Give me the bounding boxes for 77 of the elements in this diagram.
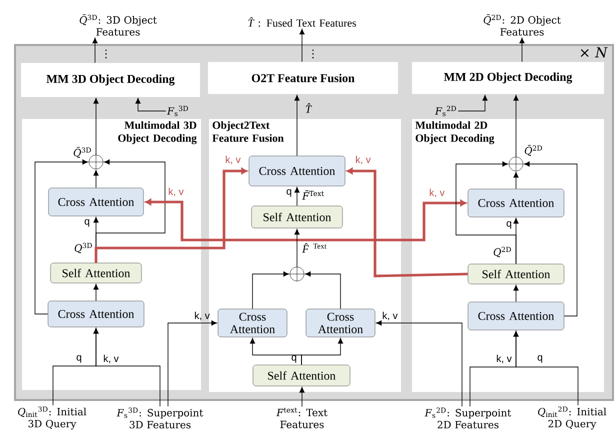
symbol-label: F̄$^{Text}$ [302, 190, 324, 200]
arrow [93, 98, 99, 156]
arrow [168, 320, 217, 407]
symbol-label: Q$^{2D}$ [494, 246, 511, 258]
attention-block: Cross Attention [468, 188, 564, 218]
attention-block: Cross Attention [248, 156, 346, 186]
edge-label: q [286, 189, 292, 197]
edge-label: k, v [194, 312, 210, 320]
arrow [458, 95, 488, 112]
module-box: MM 3D Object Decoding [21, 63, 200, 97]
attention-block: Cross Attention [48, 188, 144, 216]
arrow [305, 271, 341, 310]
arrow [513, 95, 519, 158]
arrow [252, 271, 289, 310]
symbol-label: F̂$^{Text}$ [302, 243, 326, 253]
edge-label: q [76, 355, 82, 363]
arrow [135, 98, 166, 112]
ellipsis-mark: ⋮ [312, 50, 314, 58]
symbol-label: Q$^{3D}$ [74, 242, 92, 254]
arrow [93, 284, 99, 302]
edge-label: q [84, 219, 90, 227]
arrow [294, 95, 300, 156]
input-label: F$^{text}$: Text Features [276, 408, 328, 428]
arrow [93, 170, 99, 188]
attention-block: Cross Attention [218, 308, 288, 338]
arrow [346, 168, 468, 278]
edge-label: k, v [226, 156, 241, 164]
attention-block: Self Attention [251, 206, 343, 228]
panel-title: Object2Text Feature Fusion [212, 121, 284, 142]
attention-block: Cross Attention [468, 302, 564, 330]
arrow [376, 320, 462, 407]
attention-block: Cross Attention [48, 300, 144, 328]
arrow [301, 338, 344, 366]
module-box: MM 2D Object Decoding [412, 62, 604, 94]
arrow [299, 28, 305, 62]
arrow [34, 159, 88, 314]
arrow [456, 161, 516, 264]
attention-block: Cross Attention [306, 308, 376, 338]
port-label: k, v [430, 188, 445, 198]
arrow [299, 387, 305, 407]
symbol-label: Q̄$^{2D}$ [524, 144, 542, 156]
edge-label: T̂ [306, 103, 312, 113]
edge-label: k, v [356, 156, 371, 164]
output-label: Q̄$^{2D}$: 2D Object Features [484, 14, 561, 36]
arrow [145, 198, 466, 242]
arrow [513, 172, 519, 190]
edge-label: k, v [104, 354, 119, 364]
symbol-label: Q̄$^{3D}$ [74, 146, 91, 158]
panel-title: Multimodal 3D Object Decoding [118, 121, 197, 144]
input-label: Q$_{init}$$^{2D}$: Initial 2D Query [538, 406, 606, 430]
arrow [92, 38, 98, 64]
edge-label: q [506, 221, 512, 229]
input-label: F$_{s}$$^{3D}$: Superpoint 3D Features [116, 408, 204, 428]
arrow [513, 285, 519, 302]
module-box: O2T Feature Fusion [208, 62, 398, 94]
attention-block: Self Attention [50, 262, 142, 284]
panel-title: Multimodal 2D Object Decoding [415, 121, 494, 144]
arrow [470, 331, 519, 407]
arrow [294, 229, 300, 268]
arrow [524, 161, 578, 316]
output-label: Q̄$^{3D}$: 3D Object Features [80, 14, 157, 36]
attention-block: Self Attention [252, 364, 350, 386]
edge-label: k, v [168, 188, 184, 196]
ellipsis-mark: ⋮ [105, 50, 107, 58]
edge-label: k, v [382, 312, 398, 320]
edge-label: k, v [496, 354, 512, 364]
edge-label: q [538, 355, 542, 363]
edge-label: q [292, 355, 296, 363]
attention-block: Self Attention [468, 264, 564, 284]
repeat-count: × N [580, 47, 608, 58]
arrow [519, 38, 525, 62]
arrow [294, 187, 300, 206]
output-label: T̂: Fused Text Features [248, 17, 356, 27]
input-label: Q$_{init}$$^{3D}$: Initial 3D Query [18, 406, 86, 430]
input-label: F$_{s}$$^{2D}$: Superpoint 2D Features [424, 408, 512, 428]
arrow [94, 168, 248, 263]
arrow [93, 328, 160, 407]
